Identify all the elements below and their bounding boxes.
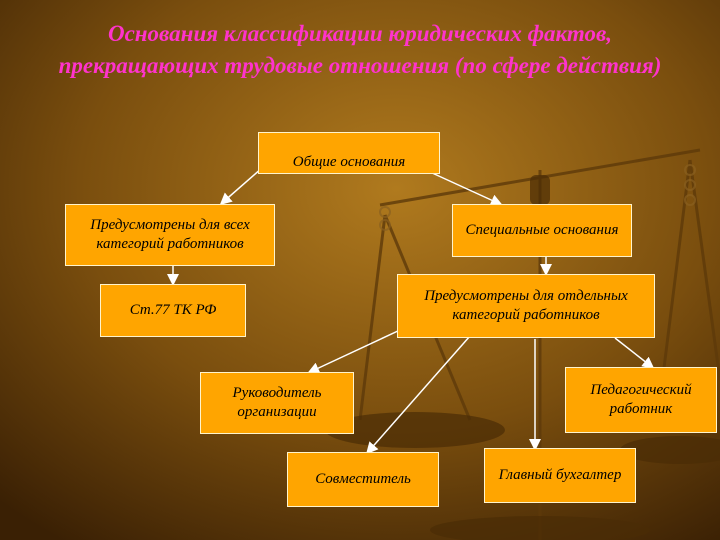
node-article-77: Ст.77 ТК РФ: [100, 284, 246, 337]
node-label: Руководитель организации: [232, 385, 322, 420]
node-label: Педагогический работник: [590, 382, 692, 417]
node-separate-categories: Предусмотрены для отдельных категорий ра…: [397, 274, 655, 338]
node-label: Совместитель: [315, 471, 411, 487]
node-label: Предусмотрены для отдельных категорий ра…: [424, 288, 628, 323]
node-part-timer: Совместитель: [287, 452, 439, 507]
node-director: Руководитель организации: [200, 372, 354, 434]
node-label: Главный бухгалтер: [498, 467, 622, 483]
node-general-grounds: Общие основания: [258, 132, 440, 174]
node-chief-accountant: Главный бухгалтер: [484, 448, 636, 503]
node-teacher: Педагогический работник: [565, 367, 717, 433]
node-label: Общие основания: [292, 153, 406, 170]
node-all-categories: Предусмотрены для всех категорий работни…: [65, 204, 275, 266]
node-label: Специальные основания: [465, 222, 619, 238]
node-special-grounds: Специальные основания: [452, 204, 632, 257]
node-label: Предусмотрены для всех категорий работни…: [90, 217, 250, 252]
page-title: Основания классификации юридических факт…: [58, 21, 662, 78]
node-label: Ст.77 ТК РФ: [129, 302, 217, 318]
